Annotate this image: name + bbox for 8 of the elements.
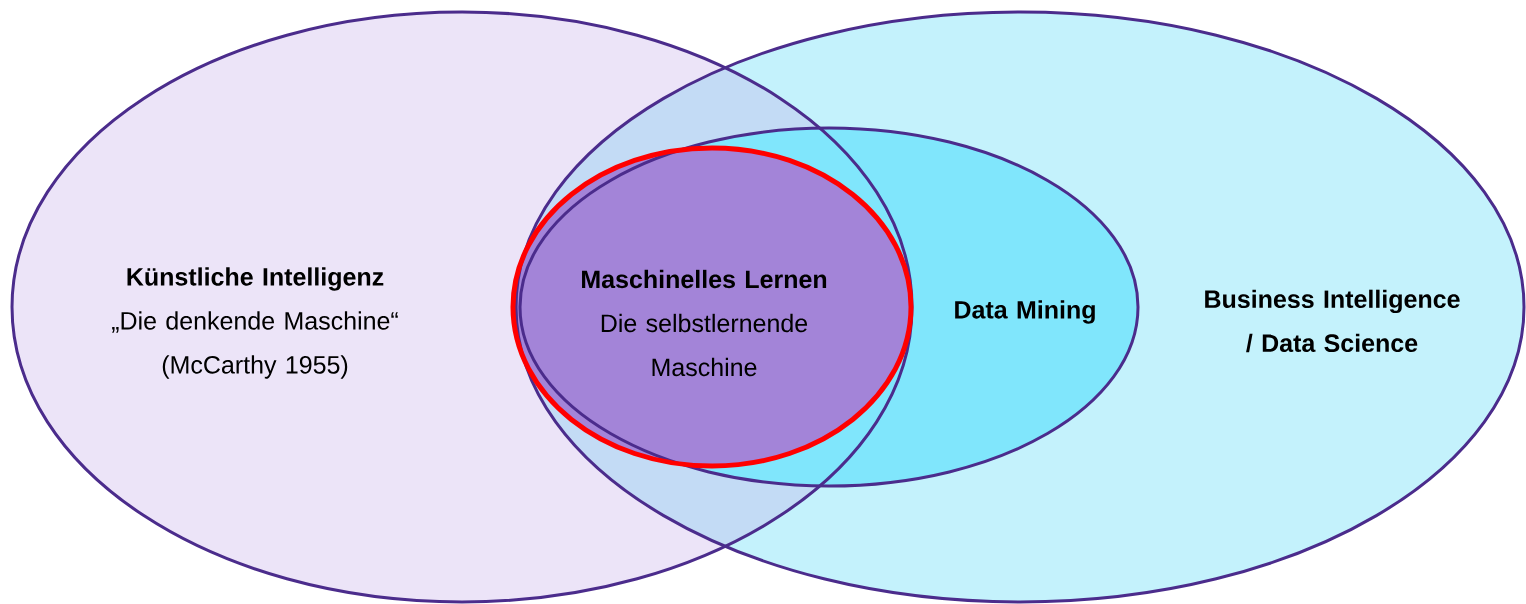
ellipse-region [10, 10, 914, 604]
region-label: Maschinelles Lernen Die selbstlernende Maschine [582, 269, 827, 377]
nested-ellipse [518, 126, 1140, 488]
region-label: Data Mining [955, 300, 1095, 324]
region-label: Künstliche Intelligenz „Die denkende Maschine“ (McCarthy 1955) [112, 267, 398, 379]
ellipse-region [514, 10, 1526, 604]
region-label: Business Intelligence / Data Science [1205, 289, 1460, 353]
ellipse-region [510, 145, 914, 469]
